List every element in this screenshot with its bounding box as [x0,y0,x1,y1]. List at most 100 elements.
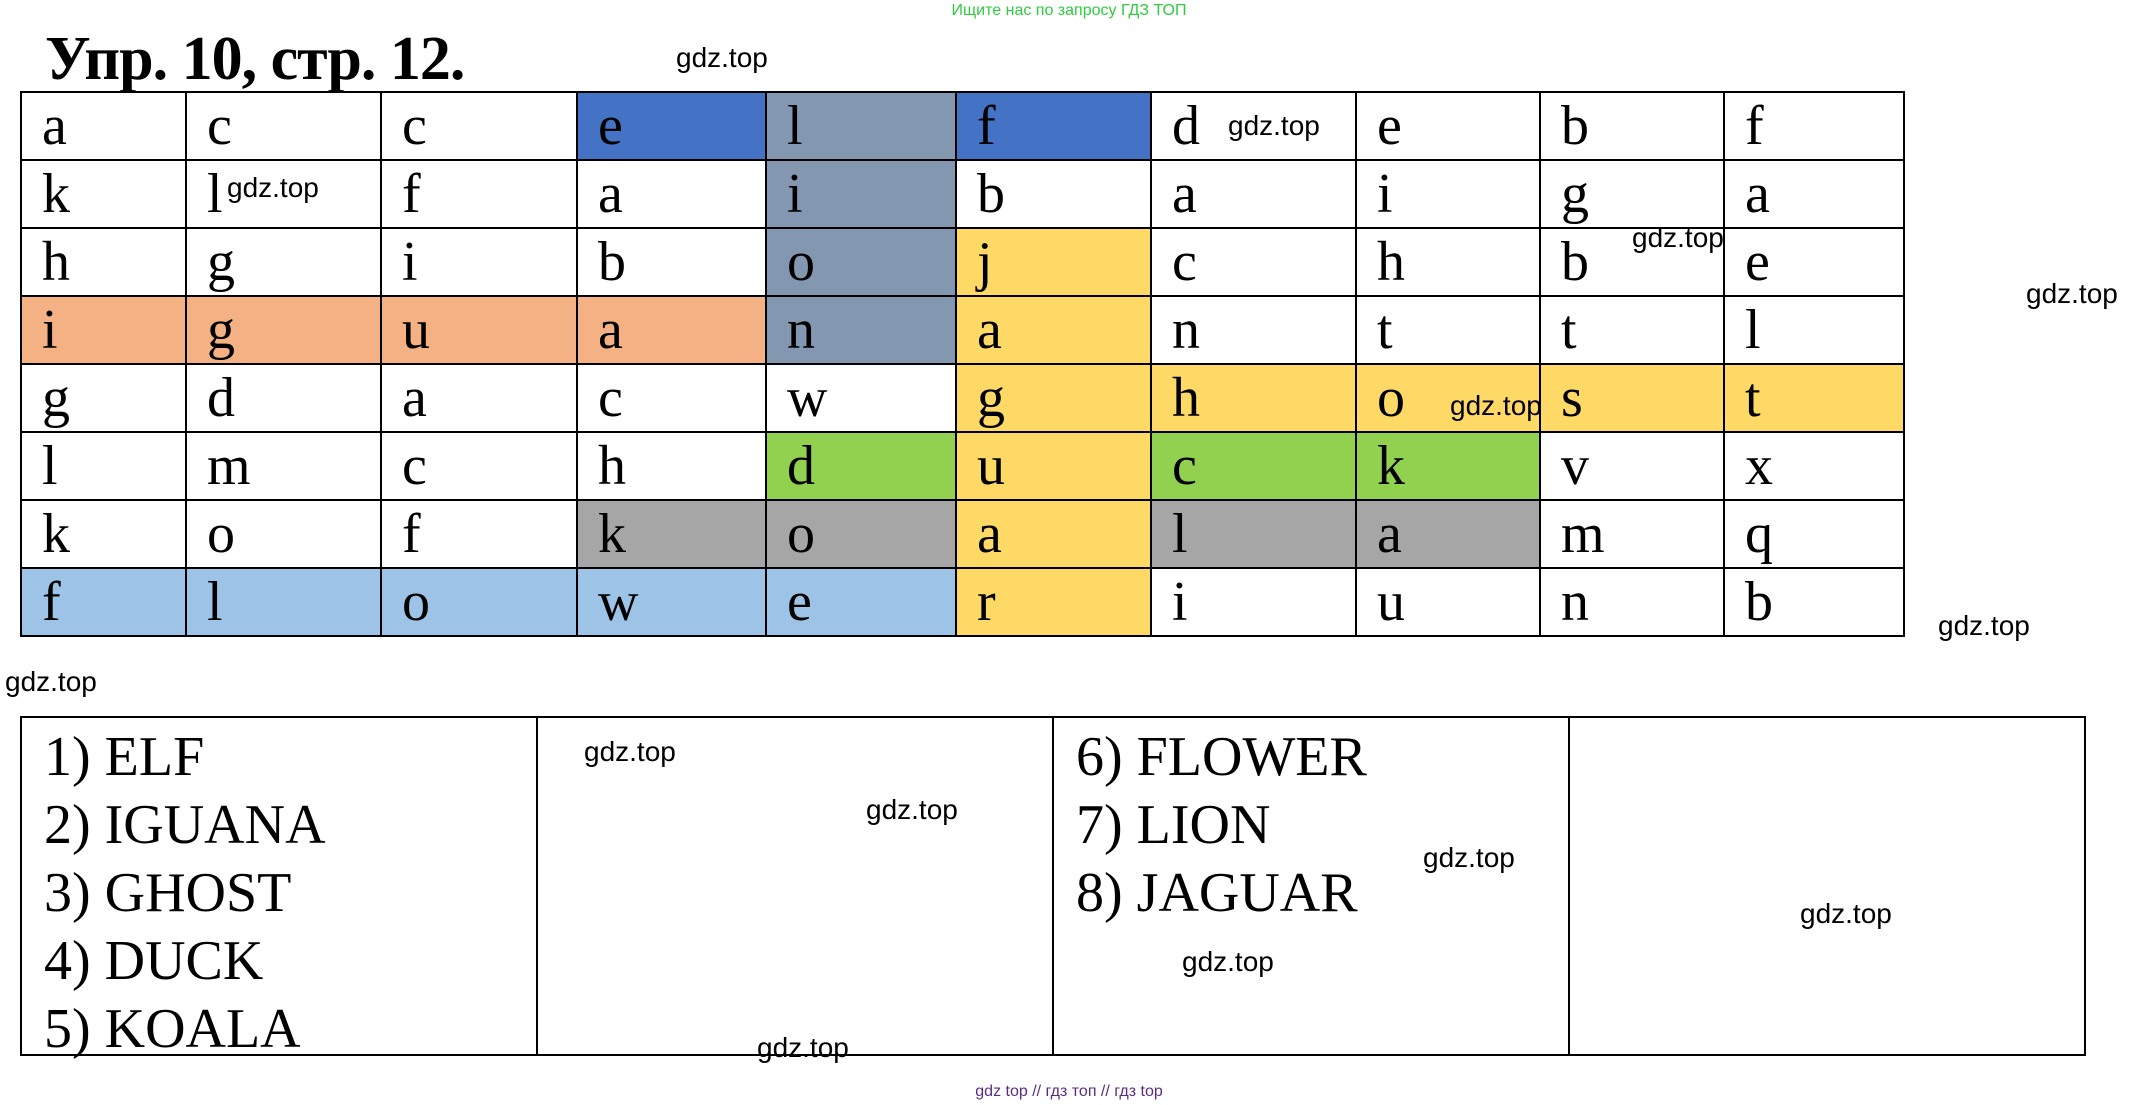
answers-column-4 [1570,718,2084,1054]
grid-cell: t [1355,295,1541,365]
grid-cell: a [576,159,767,229]
grid-cell: a [20,91,187,161]
grid-cell: b [1539,91,1725,161]
grid-cell: b [576,227,767,297]
grid-cell: k [20,499,187,569]
grid-cell: m [1539,499,1725,569]
watermark: gdz.top [1800,898,1892,929]
grid-cell: l [1723,295,1905,365]
watermark: gdz.top [866,794,958,825]
grid-cell: t [1539,295,1725,365]
watermark: gdz.top [676,42,768,73]
grid-cell: j [955,227,1152,297]
grid-cell: u [380,295,578,365]
answer-item: 2) IGUANA [44,794,326,856]
grid-cell: a [955,295,1152,365]
grid-cell: g [185,227,382,297]
grid-cell: l [185,159,382,229]
grid-cell: c [380,91,578,161]
grid-cell: g [185,295,382,365]
answer-item: 3) GHOST [44,862,292,924]
grid-cell: i [765,159,957,229]
grid-cell: d [1150,91,1357,161]
grid-cell: o [185,499,382,569]
grid-cell: u [955,431,1152,501]
grid-cell: a [1150,159,1357,229]
grid-cell: e [765,567,957,637]
grid-cell: i [20,295,187,365]
grid-cell: w [765,363,957,433]
grid-cell: a [380,363,578,433]
grid-cell: o [1355,363,1541,433]
grid-cell: x [1723,431,1905,501]
grid-cell: g [1539,159,1725,229]
grid-cell: l [1150,499,1357,569]
footer-links: gdz top // гдз топ // гдз top [975,1083,1163,1100]
answer-item: 5) KOALA [44,998,301,1060]
answer-item: 7) LION [1076,794,1271,856]
grid-cell: w [576,567,767,637]
grid-cell: o [765,499,957,569]
grid-cell: l [765,91,957,161]
grid-cell: o [380,567,578,637]
page-title: Упр. 10, стр. 12. [45,25,465,93]
grid-cell: f [380,159,578,229]
grid-cell: e [1355,91,1541,161]
grid-cell: e [576,91,767,161]
grid-cell: g [20,363,187,433]
grid-cell: n [1150,295,1357,365]
grid-cell: v [1539,431,1725,501]
grid-cell: h [1150,363,1357,433]
grid-cell: l [20,431,187,501]
watermark: gdz.top [2026,278,2118,309]
grid-cell: b [955,159,1152,229]
grid-cell: n [765,295,957,365]
grid-cell: f [20,567,187,637]
grid-cell: a [1355,499,1541,569]
grid-cell: s [1539,363,1725,433]
answer-item: 8) JAGUAR [1076,862,1358,924]
grid-cell: a [955,499,1152,569]
grid-cell: c [576,363,767,433]
grid-cell: e [1723,227,1905,297]
grid-cell: d [185,363,382,433]
grid-cell: c [1150,227,1357,297]
answer-item: 4) DUCK [44,930,264,992]
grid-cell: c [380,431,578,501]
grid-cell: b [1723,567,1905,637]
grid-cell: a [1723,159,1905,229]
watermark: gdz.top [584,736,676,767]
grid-cell: f [955,91,1152,161]
grid-cell: f [380,499,578,569]
grid-cell: n [1539,567,1725,637]
grid-cell: m [185,431,382,501]
grid-cell: h [20,227,187,297]
grid-cell: d [765,431,957,501]
grid-cell: l [185,567,382,637]
watermark: gdz.top [1423,842,1515,873]
answer-item: 6) FLOWER [1076,726,1367,788]
grid-cell: k [20,159,187,229]
grid-cell: c [185,91,382,161]
grid-cell: t [1723,363,1905,433]
answers-column-2 [538,718,1054,1054]
watermark: gdz.top [227,172,319,203]
grid-cell: u [1355,567,1541,637]
grid-cell: i [1355,159,1541,229]
grid-cell: a [576,295,767,365]
grid-cell: k [576,499,767,569]
grid-cell: r [955,567,1152,637]
watermark: gdz.top [1938,610,2030,641]
grid-cell: c [1150,431,1357,501]
grid-cell: k [1355,431,1541,501]
grid-cell: o [765,227,957,297]
